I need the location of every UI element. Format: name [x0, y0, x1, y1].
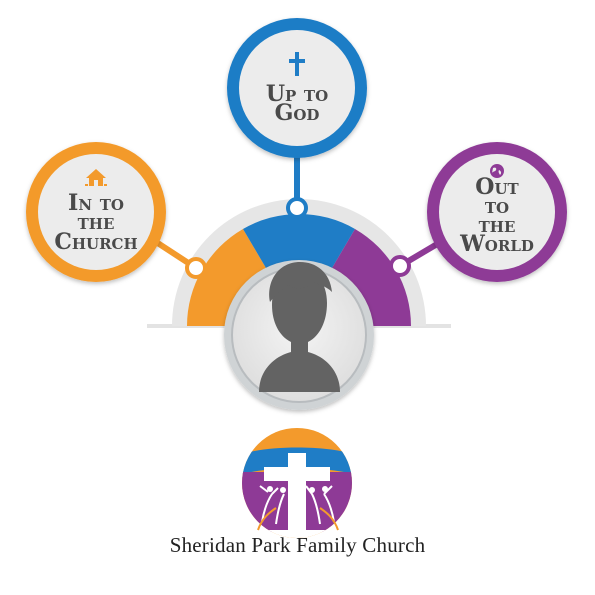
- world-label-line-3: the: [479, 212, 516, 238]
- god-label-line-1: Up to: [266, 81, 328, 107]
- connector-node-left: [185, 257, 207, 279]
- house-icon: [85, 169, 107, 186]
- god-label-line-2: God: [275, 100, 320, 126]
- church-label-line-3: Church: [54, 229, 137, 255]
- globe-icon: [490, 164, 504, 178]
- person-silhouette-icon: [259, 262, 340, 392]
- church-logo: [242, 428, 352, 538]
- church-name: Sheridan Park Family Church: [169, 533, 426, 557]
- church-label-line-2: the: [78, 209, 115, 235]
- node-god: Up to God: [227, 18, 367, 158]
- connector-node-top: [286, 197, 308, 219]
- node-church: In to the Church: [26, 142, 166, 282]
- connector-node-right: [389, 255, 411, 277]
- node-world: Out to the World: [427, 142, 567, 282]
- logo-figure-heads: [267, 486, 328, 493]
- center-person: [224, 260, 374, 410]
- world-label-line-2: to: [485, 193, 509, 219]
- church-label-line-1: In to: [68, 190, 124, 216]
- world-label-line-1: Out: [475, 174, 519, 200]
- church-logo-cross-icon: [264, 453, 330, 533]
- cross-icon: [289, 52, 305, 76]
- world-label-line-4: World: [459, 231, 534, 257]
